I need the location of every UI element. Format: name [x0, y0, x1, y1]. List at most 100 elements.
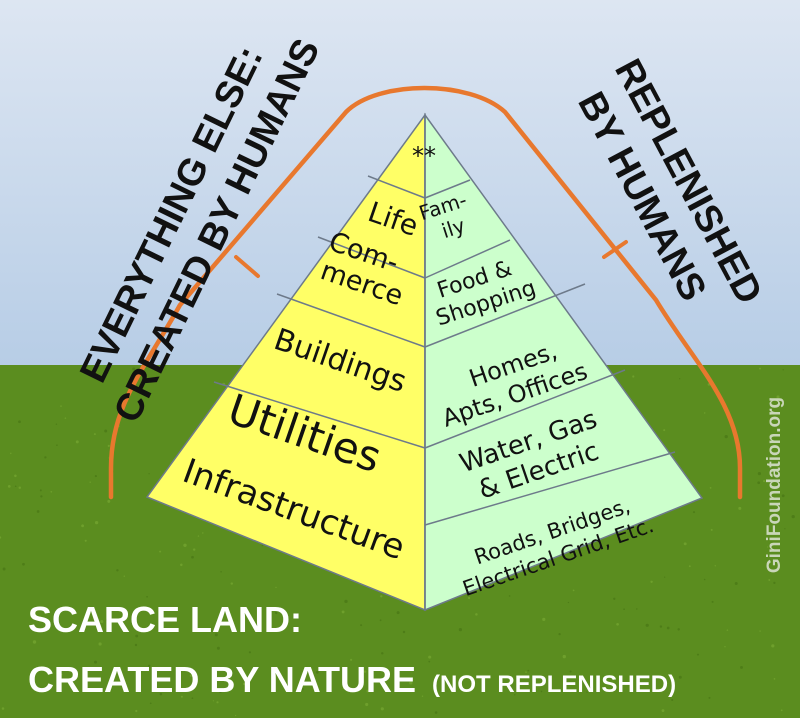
grass-speck	[663, 429, 666, 432]
grass-speck	[116, 569, 119, 572]
grass-speck	[527, 669, 530, 672]
grass-speck	[678, 675, 682, 679]
grass-speck	[708, 696, 711, 699]
grass-speck	[784, 528, 786, 530]
grass-speck	[740, 665, 743, 669]
grass-speck	[724, 434, 728, 439]
grass-speck	[261, 544, 263, 547]
grass-speck	[692, 511, 696, 514]
grass-speck	[726, 629, 729, 631]
grass-speck	[409, 681, 413, 685]
tier-divider-line	[213, 381, 426, 449]
grass-speck	[661, 709, 665, 713]
grass-speck	[107, 499, 111, 503]
grass-speck	[18, 486, 22, 489]
grass-speck	[763, 480, 766, 483]
grass-speck	[134, 643, 138, 647]
tier-divider-line	[424, 451, 676, 526]
grass-speck	[688, 565, 691, 568]
grass-speck	[475, 613, 478, 616]
grass-speck	[44, 456, 47, 459]
grass-speck	[189, 674, 193, 677]
grass-speck	[358, 667, 361, 670]
grass-speck	[724, 646, 726, 648]
grass-speck	[458, 628, 462, 632]
grass-speck	[773, 581, 776, 585]
grass-speck	[350, 658, 353, 661]
grass-speck	[428, 660, 431, 663]
grass-speck	[234, 714, 237, 717]
grass-speck	[396, 611, 400, 615]
grass-speck	[55, 423, 58, 425]
grass-speck	[768, 579, 771, 581]
grass-speck	[711, 600, 714, 603]
grass-speck	[61, 673, 63, 676]
grass-speck	[81, 524, 85, 528]
grass-speck	[734, 582, 738, 585]
grass-speck	[14, 474, 17, 478]
tier-dividers	[213, 115, 676, 610]
grass-speck	[40, 495, 43, 498]
grass-speck	[666, 626, 670, 630]
grass-speck	[757, 472, 761, 476]
grass-speck	[569, 670, 572, 673]
grass-speck	[508, 595, 511, 597]
grass-speck	[149, 702, 152, 705]
grass-speck	[180, 563, 183, 567]
grass-speck	[214, 633, 218, 637]
grass-speck	[710, 528, 713, 531]
grass-speck	[10, 452, 12, 455]
grass-speck	[562, 654, 566, 659]
grass-speck	[216, 646, 220, 650]
grass-speck	[616, 622, 619, 626]
grass-speck	[274, 611, 278, 615]
grass-speck	[771, 644, 775, 648]
grass-speck	[56, 444, 58, 446]
grass-speck	[379, 619, 382, 622]
grass-speck	[759, 630, 761, 632]
grass-speck	[677, 628, 680, 631]
grass-speck	[613, 597, 616, 600]
grass-speck	[180, 695, 183, 698]
grass-speck	[315, 670, 319, 674]
grass-speck	[159, 550, 162, 553]
grass-speck	[93, 433, 96, 436]
grass-speck	[146, 595, 148, 598]
land-caption-line-2: CREATED BY NATURE (NOT REPLENISHED)	[28, 659, 676, 700]
grass-speck	[380, 595, 383, 598]
grass-speck	[381, 652, 384, 655]
grass-speck	[759, 367, 761, 370]
grass-speck	[159, 692, 163, 696]
bracket-tick-left	[234, 255, 260, 278]
grass-speck	[542, 617, 546, 622]
watermark-text: GiniFoundation.org	[764, 397, 785, 573]
grass-speck	[780, 709, 783, 712]
grass-speck	[623, 608, 625, 611]
grass-speck	[192, 548, 196, 551]
watermark-label: GiniFoundation.org	[764, 397, 785, 573]
grass-speck	[148, 664, 151, 667]
grass-speck	[777, 466, 779, 469]
grass-speck	[50, 490, 53, 493]
grass-speck	[791, 514, 795, 519]
grass-speck	[664, 576, 666, 578]
grass-speck	[7, 485, 11, 488]
grass-speck	[341, 610, 345, 614]
grass-speck	[196, 629, 199, 632]
grass-speck	[75, 440, 79, 444]
bracket-outline	[108, 85, 743, 500]
grass-speck	[60, 405, 62, 407]
tier-divider-line	[276, 293, 426, 348]
grass-speck	[434, 711, 438, 714]
grass-speck	[197, 535, 200, 537]
grass-speck	[366, 689, 370, 693]
grass-speck	[421, 695, 424, 697]
grass-speck	[650, 580, 653, 583]
grass-speck	[703, 412, 706, 414]
grass-speck	[278, 672, 282, 676]
grass-speck	[64, 417, 67, 419]
tier-divider-line	[424, 179, 471, 199]
grass-speck	[586, 691, 588, 693]
